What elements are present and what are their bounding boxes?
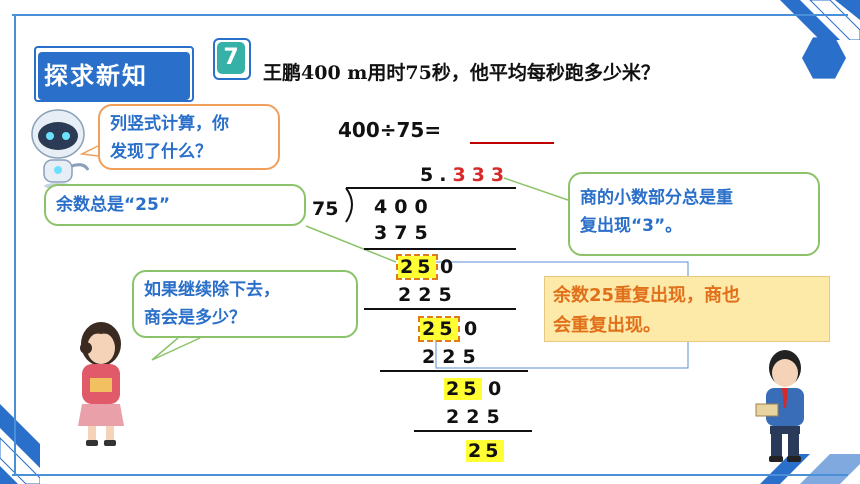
corner-stripes-top-right [780,0,860,40]
quotient-bubble-line1: 商的小数部分总是重 [580,188,733,208]
section-title: 探求新知 [44,62,148,90]
step5-remainder: 25 [466,440,505,462]
remainder-speech-bubble: 余数总是“25” [44,184,306,226]
problem-number-outline [213,38,251,80]
remainder-bubble-text: 余数总是“25” [56,195,171,215]
frame-top [12,14,848,16]
conclusion-line2: 会重复出现。 [553,315,661,336]
robot-bubble-line1: 列竖式计算，你 [110,114,229,134]
step3-subtrahend: 225 [422,346,483,368]
quotient-bubble-line2: 复出现“3”。 [580,216,683,236]
answer-blank-line [470,142,554,144]
dividend: 400 [374,196,435,218]
step3-line [380,370,528,372]
step4-subtrahend: 225 [446,406,507,428]
step3-zero: 0 [464,318,484,340]
boy-student-icon [755,350,804,462]
step1-line [364,248,516,250]
step4-line [414,430,532,432]
frame-left [14,14,16,476]
quotient-speech-bubble: 商的小数部分总是重 复出现“3”。 [568,172,820,256]
step4-zero: 0 [488,378,508,400]
robot-bubble-line2: 发现了什么？ [110,142,212,162]
problem-question: 王鹏400 m用时75秒，他平均每秒跑多少米？ [263,62,660,84]
divisor: 75 [312,198,339,220]
problem-number-badge: 7 [217,42,245,74]
quotient-decimals: 333 [452,164,511,186]
step2-remainder: 25 [395,254,439,280]
step2-subtrahend: 225 [398,284,459,306]
quotient-integer: 5. [420,164,453,186]
corner-stripes-bottom-left [0,404,40,484]
girl-speech-bubble: 如果继续除下去， 商会是多少？ [132,270,358,338]
division-equation: 400÷75= [338,118,442,142]
title-outline [34,46,194,102]
step2-zero: 0 [440,256,460,278]
conclusion-box: 余数25重复出现，商也 会重复出现。 [544,276,830,342]
conclusion-line1: 余数25重复出现，商也 [553,285,741,306]
step2-line [364,308,516,310]
robot-speech-bubble: 列竖式计算，你 发现了什么？ [98,104,280,170]
girl-bubble-line2: 商会是多少？ [144,308,246,328]
step3-remainder: 25 [417,316,461,342]
section-title-box [38,52,190,100]
girl-student-icon [78,322,124,446]
girl-bubble-line1: 如果继续除下去， [144,280,280,300]
quotient: 5.333 [420,164,510,186]
step4-remainder: 25 [444,378,483,400]
frame-bottom [12,474,848,476]
step1-subtrahend: 375 [374,222,435,244]
